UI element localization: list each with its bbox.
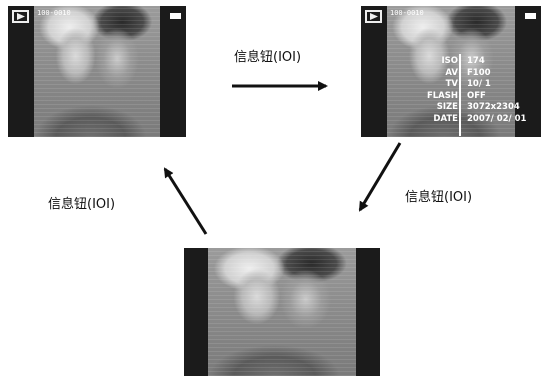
info-label: ISO bbox=[441, 56, 458, 66]
info-label: SIZE bbox=[436, 102, 458, 113]
shooting-info-values: 174 F100 10/ 1 OFF 3072x2304 2007/ 02/ 0… bbox=[467, 56, 539, 126]
caption-info-button-top: 信息钮(IOI) bbox=[234, 50, 302, 65]
photo-couple bbox=[387, 6, 515, 137]
arrow-up-left bbox=[163, 167, 208, 235]
caption-info-button-left: 信息钮(IOI) bbox=[48, 197, 116, 212]
info-value: 3072x2304 bbox=[467, 102, 520, 113]
info-row-iso: ISO bbox=[396, 56, 458, 68]
arrow-down-left bbox=[358, 142, 402, 212]
info-row-av: AV bbox=[396, 68, 458, 80]
battery-icon bbox=[525, 13, 536, 19]
info-value: 2007/ 02/ 01 bbox=[467, 113, 527, 124]
info-row-size-value: 3072x2304 bbox=[467, 102, 539, 114]
info-row-iso-value: 174 bbox=[467, 56, 539, 68]
info-row-flash-value: OFF bbox=[467, 91, 539, 103]
caption-info-button-right: 信息钮(IOI) bbox=[405, 190, 473, 205]
play-icon bbox=[12, 10, 29, 23]
info-label: AV bbox=[445, 67, 458, 78]
play-icon bbox=[365, 10, 382, 23]
info-row-tv-value: 10/ 1 bbox=[467, 79, 539, 91]
info-divider bbox=[459, 54, 461, 136]
info-row-size: SIZE bbox=[396, 102, 458, 114]
info-value: OFF bbox=[467, 90, 486, 101]
file-number: 100-0010 bbox=[37, 9, 71, 17]
screen-bottom bbox=[184, 248, 380, 376]
info-row-date: DATE bbox=[396, 114, 458, 126]
info-row-av-value: F100 bbox=[467, 68, 539, 80]
screen-top-right: 100-0010 ISO AV TV FLASH SIZE DATE 174 F… bbox=[361, 6, 541, 137]
photo-couple bbox=[208, 248, 356, 376]
battery-icon bbox=[170, 13, 181, 19]
screen-top-left: 100-0010 bbox=[8, 6, 186, 137]
info-row-date-value: 2007/ 02/ 01 bbox=[467, 114, 539, 126]
info-value: 10/ 1 bbox=[467, 79, 491, 90]
info-label: TV bbox=[445, 79, 458, 90]
shooting-info-table: ISO AV TV FLASH SIZE DATE bbox=[396, 56, 458, 126]
info-value: 174 bbox=[467, 56, 485, 66]
info-row-tv: TV bbox=[396, 79, 458, 91]
info-value: F100 bbox=[467, 67, 491, 78]
file-number: 100-0010 bbox=[390, 9, 424, 17]
photo-couple bbox=[34, 6, 160, 137]
info-row-flash: FLASH bbox=[396, 91, 458, 103]
info-label: DATE bbox=[433, 113, 458, 124]
info-label: FLASH bbox=[426, 90, 458, 101]
